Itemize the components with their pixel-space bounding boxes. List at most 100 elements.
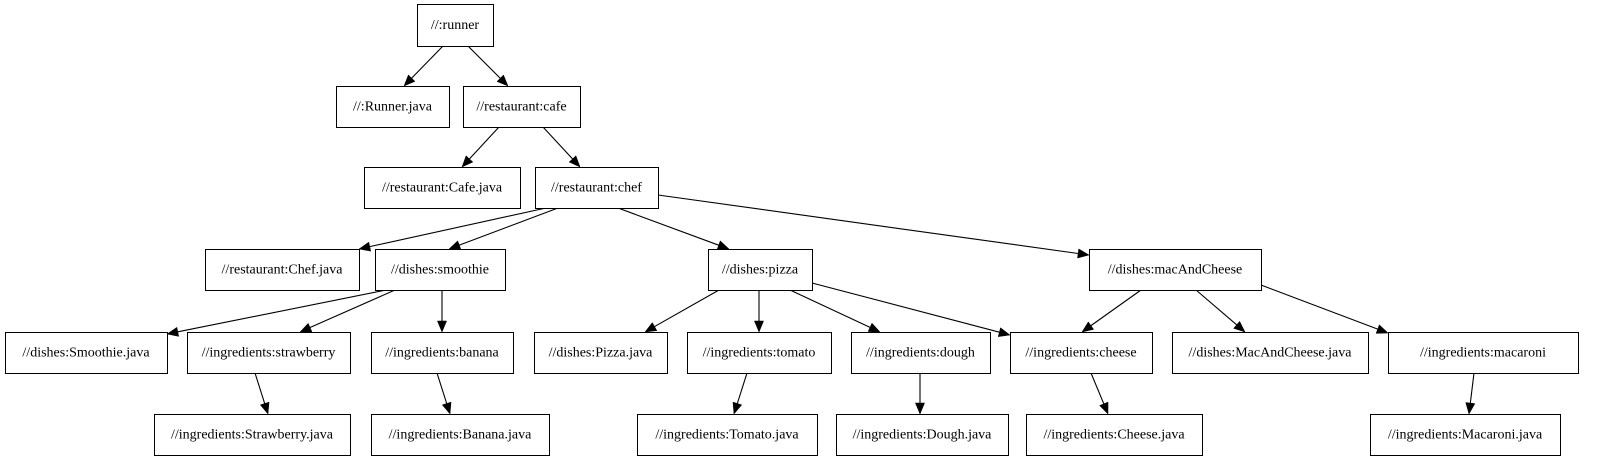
node-smoothie_java[interactable]: //dishes:Smoothie.java xyxy=(5,332,168,374)
node-label: //dishes:smoothie xyxy=(391,263,489,278)
node-label: //restaurant:chef xyxy=(551,181,642,196)
edge-line xyxy=(459,207,559,246)
edge-line xyxy=(542,126,573,160)
edge-arrowhead xyxy=(867,322,881,333)
node-box[interactable] xyxy=(336,86,450,128)
node-ing_banana[interactable]: //ingredients:banana xyxy=(371,332,514,374)
edge-arrowhead xyxy=(568,155,581,168)
node-strawberry_java[interactable]: //ingredients:Strawberry.java xyxy=(154,414,351,456)
node-restaurant_chef[interactable]: //restaurant:chef xyxy=(535,167,659,209)
edge-arrowhead xyxy=(403,74,416,87)
node-box[interactable] xyxy=(187,332,351,374)
node-label: //:Runner.java xyxy=(353,100,433,115)
edge-line xyxy=(309,289,396,329)
node-dishes_macandcheese[interactable]: //dishes:macAndCheese xyxy=(1089,249,1262,291)
edge-ing_strawberry-to-strawberry_java xyxy=(254,372,270,415)
node-box[interactable] xyxy=(154,414,351,456)
node-macandcheese_java[interactable]: //dishes:MacAndCheese.java xyxy=(1172,332,1369,374)
edge-arrowhead xyxy=(166,326,180,337)
edge-restaurant_chef-to-chef_java xyxy=(358,207,547,252)
node-box[interactable] xyxy=(364,167,521,209)
node-label: //dishes:MacAndCheese.java xyxy=(1189,346,1353,361)
node-label: //ingredients:Macaroni.java xyxy=(1388,428,1543,443)
node-box[interactable] xyxy=(708,249,813,291)
node-box[interactable] xyxy=(417,4,494,47)
node-label: //ingredients:banana xyxy=(385,346,499,361)
node-label: //:runner xyxy=(431,18,480,33)
edge-dishes_macandcheese-to-ing_macaroni xyxy=(1260,284,1389,334)
node-box[interactable] xyxy=(1172,332,1369,374)
edge-dishes_pizza-to-ing_cheese xyxy=(811,282,1011,337)
edge-arrowhead xyxy=(1077,248,1090,259)
node-box[interactable] xyxy=(5,332,168,374)
edge-dishes_macandcheese-to-macandcheese_java xyxy=(1195,289,1246,333)
node-restaurant_cafe[interactable]: //restaurant:cafe xyxy=(463,86,581,128)
edge-ing_macaroni-to-macaroni_java xyxy=(1465,372,1476,415)
node-macaroni_java[interactable]: //ingredients:Macaroni.java xyxy=(1370,414,1561,456)
node-label: //ingredients:dough xyxy=(866,346,975,361)
node-label: //ingredients:strawberry xyxy=(202,346,336,361)
node-cafe_java[interactable]: //restaurant:Cafe.java xyxy=(364,167,521,209)
edge-runner-to-runner_java xyxy=(403,45,444,87)
node-box[interactable] xyxy=(836,414,1009,456)
node-runner_java[interactable]: //:Runner.java xyxy=(336,86,450,128)
edge-line xyxy=(1090,372,1105,405)
node-ing_tomato[interactable]: //ingredients:tomato xyxy=(687,332,832,374)
node-pizza_java[interactable]: //dishes:Pizza.java xyxy=(534,332,668,374)
edge-arrowhead xyxy=(441,401,452,415)
node-box[interactable] xyxy=(1010,332,1153,374)
node-box[interactable] xyxy=(535,167,659,209)
edge-arrowhead xyxy=(299,322,313,333)
edge-restaurant_chef-to-dishes_smoothie xyxy=(448,207,559,250)
edge-arrowhead xyxy=(754,320,764,333)
node-dishes_pizza[interactable]: //dishes:pizza xyxy=(708,249,813,291)
edge-layer xyxy=(166,45,1476,415)
node-box[interactable] xyxy=(371,332,514,374)
node-tomato_java[interactable]: //ingredients:Tomato.java xyxy=(637,414,818,456)
edge-arrowhead xyxy=(997,327,1011,337)
node-box[interactable] xyxy=(1388,332,1579,374)
node-layer: //:runner //:Runner.java //restaurant:cafe… xyxy=(5,4,1579,456)
node-box[interactable] xyxy=(1026,414,1203,456)
node-box[interactable] xyxy=(534,332,668,374)
node-box[interactable] xyxy=(371,414,550,456)
node-label: //ingredients:Cheese.java xyxy=(1043,428,1185,443)
edge-dishes_pizza-to-pizza_java xyxy=(644,289,720,333)
node-box[interactable] xyxy=(1089,249,1262,291)
node-banana_java[interactable]: //ingredients:Banana.java xyxy=(371,414,550,456)
edge-line xyxy=(617,207,719,246)
node-box[interactable] xyxy=(375,249,506,291)
node-label: //ingredients:macaroni xyxy=(1420,346,1546,361)
node-box[interactable] xyxy=(851,332,991,374)
edge-line xyxy=(789,289,871,328)
edge-arrowhead xyxy=(644,322,658,333)
node-box[interactable] xyxy=(637,414,818,456)
node-label: //restaurant:Chef.java xyxy=(222,263,344,278)
edge-line xyxy=(467,45,501,79)
node-dough_java[interactable]: //ingredients:Dough.java xyxy=(836,414,1009,456)
node-ing_cheese[interactable]: //ingredients:cheese xyxy=(1010,332,1153,374)
node-runner[interactable]: //:runner xyxy=(417,4,494,47)
node-ing_strawberry[interactable]: //ingredients:strawberry xyxy=(187,332,351,374)
node-chef_java[interactable]: //restaurant:Chef.java xyxy=(205,249,360,291)
edge-line xyxy=(657,194,1079,255)
node-label: //restaurant:Cafe.java xyxy=(382,181,503,196)
node-box[interactable] xyxy=(463,86,581,128)
node-ing_dough[interactable]: //ingredients:dough xyxy=(851,332,991,374)
node-label: //dishes:Smoothie.java xyxy=(22,346,150,361)
edge-arrowhead xyxy=(437,320,447,333)
edge-arrowhead xyxy=(1375,324,1389,334)
node-dishes_smoothie[interactable]: //dishes:smoothie xyxy=(375,249,506,291)
edge-arrowhead xyxy=(358,241,372,252)
node-box[interactable] xyxy=(687,332,832,374)
edge-arrowhead xyxy=(1099,401,1109,415)
edge-dishes_smoothie-to-ing_banana xyxy=(437,290,447,333)
edge-arrowhead xyxy=(1465,402,1476,415)
node-ing_macaroni[interactable]: //ingredients:macaroni xyxy=(1388,332,1579,374)
edge-dishes_pizza-to-ing_tomato xyxy=(754,290,764,333)
node-box[interactable] xyxy=(1370,414,1561,456)
node-label: //restaurant:cafe xyxy=(476,100,566,115)
node-cheese_java[interactable]: //ingredients:Cheese.java xyxy=(1026,414,1203,456)
node-box[interactable] xyxy=(205,249,360,291)
